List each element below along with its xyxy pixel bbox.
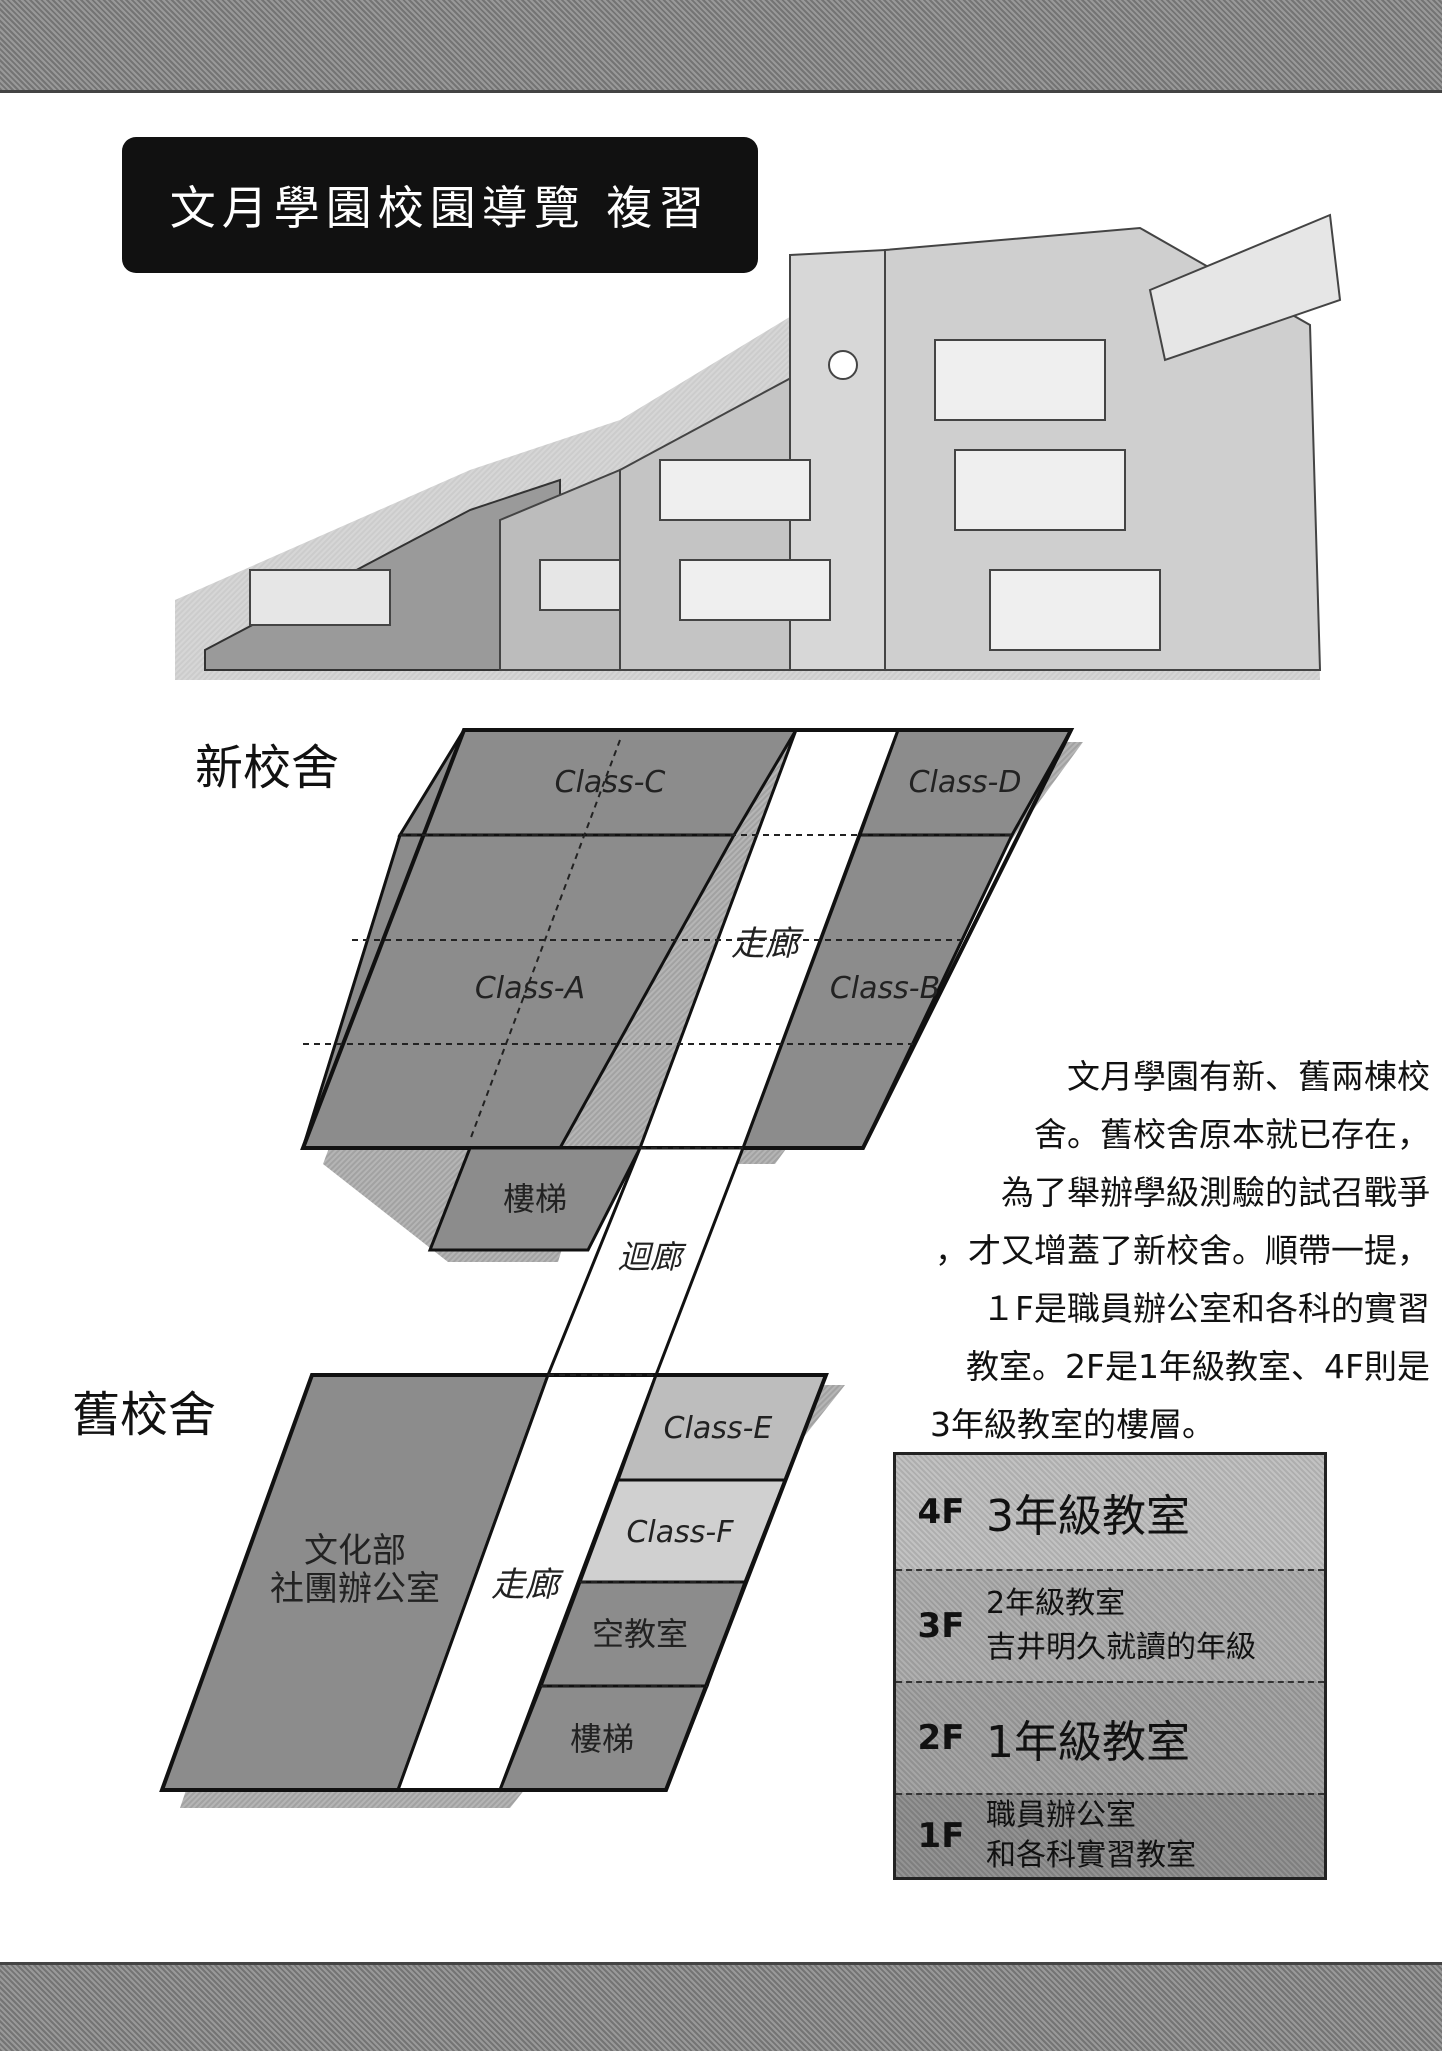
description-line: ，才又增蓋了新校舍。順帶一提， (935, 1231, 1430, 1270)
floor-description: 3年級教室 (986, 1480, 1324, 1544)
old-building-label: 舊校舍 (72, 1387, 217, 1443)
new-building-outline (300, 728, 1075, 1150)
floor-description-line: 職員辦公室 (986, 1798, 1136, 1833)
top-border-band (0, 0, 1442, 93)
floor-description-line: 和各科實習教室 (986, 1838, 1196, 1873)
floor-description-line: 1年級教室 (986, 1717, 1190, 1768)
label-club-office-line1: 文化部 (304, 1531, 406, 1571)
label-empty-classroom: 空教室 (592, 1615, 688, 1653)
old-building-outline (159, 1373, 829, 1792)
label-connector: 迴廊 (618, 1238, 687, 1276)
new-building-dividers (303, 739, 1012, 1141)
label-class-a: Class-A (475, 971, 585, 1006)
floor-description-line: 2年級教室 (986, 1586, 1126, 1621)
label-class-c: Class-C (555, 765, 666, 800)
description-line: 為了舉辦學級測驗的試召戰爭 (1001, 1173, 1430, 1212)
label-class-e: Class-E (664, 1411, 773, 1446)
floor-description: 2年級教室 吉井明久就讀的年級 (986, 1582, 1324, 1670)
label-class-b: Class-B (830, 971, 940, 1006)
label-stairs-new: 樓梯 (503, 1180, 567, 1218)
connector-block (427, 1146, 746, 1377)
bottom-border-band (0, 1962, 1442, 2051)
room-stairs-new (427, 1146, 643, 1252)
title-banner: 文月學園校園導覽 複習 (122, 137, 758, 273)
description-text: 文月學園有新、舊兩棟校 舍。舊校舍原本就已存在， 為了舉辦學級測驗的試召戰爭 ，… (870, 1048, 1430, 1454)
label-class-d: Class-D (909, 765, 1022, 800)
label-corridor-old: 走廊 (491, 1565, 564, 1605)
old-building-dividers (541, 1374, 745, 1687)
floor-description: 1年級教室 (986, 1706, 1324, 1770)
floor-description-line: 3年級教室 (986, 1491, 1190, 1542)
floor-level: 1F (917, 1816, 965, 1856)
floor-description-line: 吉井明久就讀的年級 (986, 1630, 1256, 1665)
old-building (159, 1373, 829, 1792)
new-building-label: 新校舍 (195, 740, 340, 796)
description-line: 舍。舊校舍原本就已存在， (1034, 1115, 1430, 1154)
description-line: 文月學園有新、舊兩棟校 (1067, 1057, 1430, 1096)
floor-level: 3F (917, 1606, 965, 1646)
floor-level: 2F (917, 1718, 965, 1758)
floor-level: 4F (917, 1492, 965, 1532)
label-class-f: Class-F (626, 1515, 734, 1550)
label-corridor-new: 走廊 (731, 924, 804, 964)
floor-row-4f: 4F 3年級教室 (896, 1455, 1324, 1569)
description-line: 3年級教室的樓層。 (930, 1405, 1215, 1444)
description-line: １F是職員辦公室和各科的實習 (982, 1289, 1430, 1328)
label-club-office-line2: 社團辦公室 (270, 1569, 440, 1609)
floor-description: 職員辦公室 和各科實習教室 (986, 1796, 1324, 1876)
label-stairs-old: 樓梯 (570, 1720, 634, 1758)
floor-row-2f: 2F 1年級教室 (896, 1681, 1324, 1793)
floor-guide-table: 4F 3年級教室 3F 2年級教室 吉井明久就讀的年級 2F 1年級教室 1F … (893, 1452, 1327, 1880)
school-building-illustration (175, 213, 1342, 680)
page-title: 文月學園校園導覽 複習 (169, 181, 711, 235)
floor-row-1f: 1F 職員辦公室 和各科實習教室 (896, 1793, 1324, 1877)
description-line: 教室。2F是1年級教室、4F則是 (966, 1347, 1430, 1386)
floor-row-3f: 3F 2年級教室 吉井明久就讀的年級 (896, 1569, 1324, 1681)
